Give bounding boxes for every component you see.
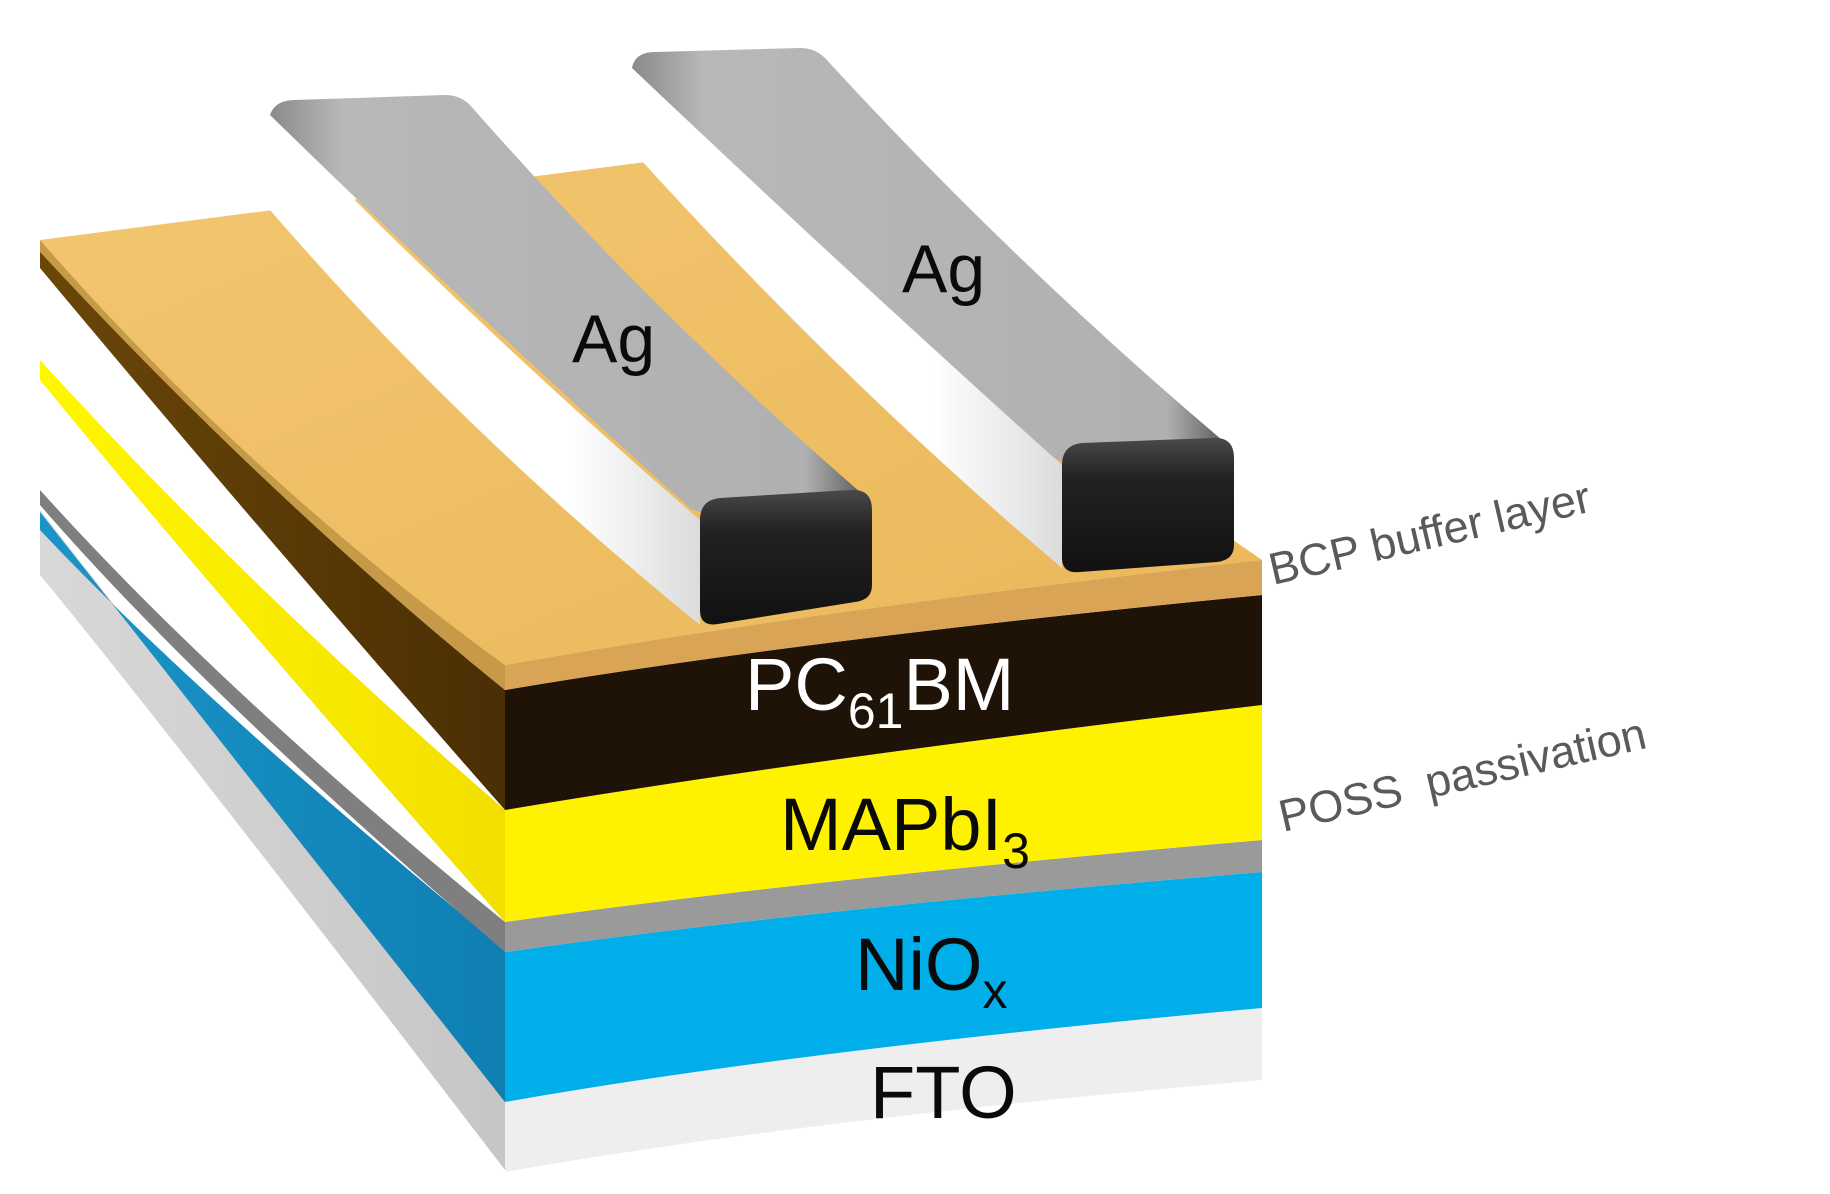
ag-label-1: Ag: [572, 301, 655, 377]
mapbi3-side-face: [40, 360, 505, 922]
poss-front-face: [505, 840, 1262, 952]
ag1-side-face: [270, 115, 700, 625]
pcbm-label-suffix: BM: [903, 643, 1014, 726]
pcbm-label-prefix: PC: [745, 643, 848, 726]
bcp-annotation: BCP buffer layer: [1264, 471, 1596, 595]
niox-front-face: [505, 872, 1262, 1102]
bcp-side-edge: [40, 240, 505, 690]
fto-front-face: [505, 1008, 1262, 1172]
ag1-front-face: [700, 489, 872, 625]
poss-annotation: POSS passivation: [1274, 708, 1651, 842]
mapbi3-label-prefix: MAPbI: [780, 783, 1002, 866]
niox-label-prefix: NiO: [855, 923, 982, 1006]
ag2-side-face: [632, 68, 1062, 568]
ag-label-2: Ag: [902, 231, 985, 307]
mapbi3-label-subscript: 3: [1002, 823, 1030, 879]
pcbm-side-face: [40, 250, 505, 810]
pcbm-label: PC61BM: [745, 643, 1014, 739]
poss-side-face: [40, 490, 505, 952]
mapbi3-layer: [40, 360, 1262, 922]
fto-label: FTO: [870, 1051, 1017, 1134]
ag-electrode-1: [270, 95, 872, 625]
pcbm-layer: [40, 250, 1262, 810]
ag2-front-face: [1062, 437, 1234, 573]
ag-electrode-2: [632, 48, 1234, 573]
bcp-front-edge: [505, 560, 1262, 690]
poss-layer: [40, 490, 1262, 952]
niox-label: NiOx: [855, 923, 1007, 1019]
mapbi3-label: MAPbI3: [780, 783, 1030, 879]
niox-label-subscript: x: [982, 963, 1007, 1019]
niox-side-face: [40, 512, 505, 1102]
fto-layer: [40, 510, 1262, 1172]
niox-layer: [40, 512, 1262, 1102]
pcbm-front-face: [505, 595, 1262, 810]
ag2-top-face: [632, 48, 1227, 463]
mapbi3-front-face: [505, 705, 1262, 922]
pcbm-label-subscript: 61: [848, 683, 904, 739]
fto-side-face: [40, 510, 505, 1170]
ag1-top-face: [270, 95, 865, 513]
